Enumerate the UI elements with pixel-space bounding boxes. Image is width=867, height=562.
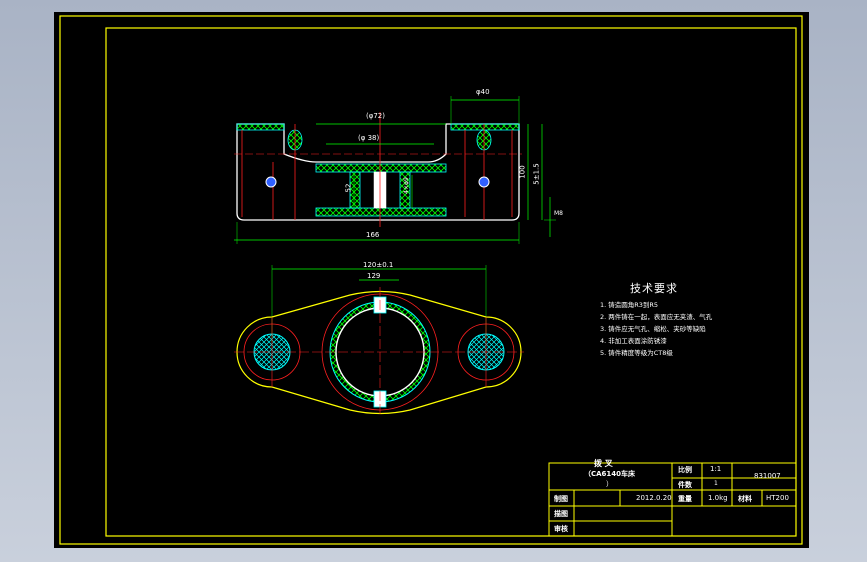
tech-req-item: 3. 铸件应无气孔、缩松、夹砂等缺陷	[600, 325, 706, 333]
tech-req-item: 5. 铸件精度等级为CT8级	[600, 349, 673, 357]
weight-value: 1.0kg	[708, 494, 728, 502]
part-name: 拨 叉	[594, 459, 613, 468]
front-view	[234, 96, 556, 244]
drawing-sheet: φ40 (φ72) (φ 38) 100 5±1.5 M8 166 52 4×φ…	[54, 12, 809, 548]
scale-value: 1:1	[710, 465, 722, 473]
sub-name: （CA6140车床	[584, 470, 636, 478]
design-label: 描图	[554, 510, 568, 518]
tech-req-list: 1. 铸造圆角R3到R5 2. 两件铸在一起，表面应无夹渣、气孔 3. 铸件应无…	[600, 299, 800, 359]
scale-label: 比例	[678, 466, 692, 474]
qty-value: 1	[714, 480, 718, 487]
dim-height: 100	[518, 165, 527, 179]
dim-bottom: 166	[366, 231, 380, 239]
qty-label: 件数	[678, 481, 692, 489]
sub-name-2: ）	[606, 480, 613, 488]
drawn-label: 制图	[554, 495, 568, 503]
tech-req-item: 2. 两件铸在一起，表面应无夹渣、气孔	[600, 313, 713, 321]
date: 2012.0.20	[636, 494, 672, 502]
dim-phi40: φ40	[476, 88, 490, 96]
weight-label: 重量	[678, 495, 692, 503]
dim-phi-inner: (φ 38)	[358, 134, 380, 142]
tech-req-title: 技术要求	[630, 282, 678, 295]
dim-width2: 129	[367, 272, 381, 280]
dim-m8: M8	[554, 210, 563, 217]
inner-frame	[105, 27, 797, 537]
outer-frame	[59, 15, 803, 545]
dim-small: 4×φ9	[402, 177, 410, 194]
tech-req-item: 1. 铸造圆角R3到R5	[600, 301, 659, 309]
cad-drawing	[59, 15, 803, 545]
check-label: 审核	[554, 525, 568, 533]
material-value: HT200	[766, 494, 789, 502]
top-view	[234, 265, 524, 417]
drawing-no: 831007	[754, 472, 781, 480]
title-block	[548, 462, 797, 537]
dim-center: 52	[344, 183, 353, 193]
dim-phi-top: (φ72)	[366, 112, 385, 120]
material-label: 材料	[738, 495, 752, 503]
dim-side: 5±1.5	[532, 163, 541, 185]
dim-width: 120±0.1	[363, 261, 394, 269]
tech-req-item: 4. 非加工表面涂防锈漆	[600, 337, 667, 345]
